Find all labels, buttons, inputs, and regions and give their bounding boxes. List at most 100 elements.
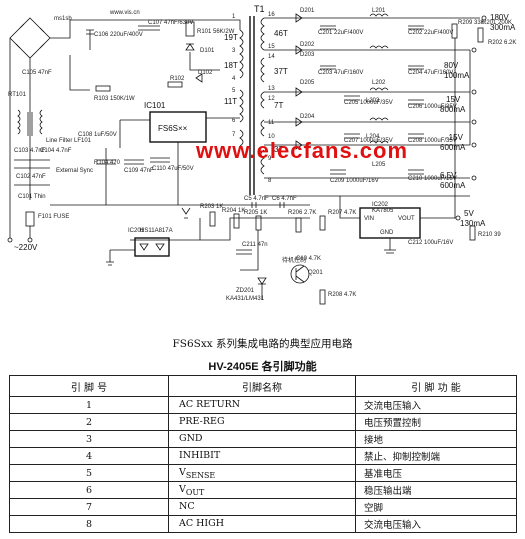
transformer-pins-left: 1 3 4 5 6 7 — [232, 14, 236, 138]
svg-text:18T: 18T — [224, 61, 238, 70]
pin-name: AC RETURN — [168, 396, 356, 414]
c6-label: C6 4.7nF — [272, 196, 297, 202]
svg-text:15V: 15V — [446, 95, 461, 104]
input-voltage-label: ~220V — [14, 243, 38, 252]
r104-label: R104 470 — [94, 160, 121, 166]
rt101-label: RT101 — [8, 92, 27, 98]
c101-label: C101 Thin — [18, 194, 46, 200]
c102-label: C102 47nF — [16, 174, 46, 180]
pin-name: AC HIGH — [168, 515, 356, 533]
table-row: 4 INHIBIT 禁止、抑制控制端 — [9, 447, 517, 465]
svg-text:1: 1 — [232, 14, 236, 20]
svg-text:C10 4.7K: C10 4.7K — [296, 256, 321, 262]
svg-text:3: 3 — [232, 48, 236, 54]
svg-text:10: 10 — [268, 134, 275, 140]
svg-text:600mA: 600mA — [440, 181, 466, 190]
svg-text:C208 1000uF/35V: C208 1000uF/35V — [408, 138, 457, 144]
d202-label: D202 — [300, 42, 315, 48]
r202-label: R202 6.2K — [488, 40, 516, 46]
svg-text:6: 6 — [232, 118, 236, 124]
c106-label: C106 220uF/400V — [94, 32, 143, 38]
pin-number: 1 — [9, 396, 169, 414]
table-row: 6 VOUT 稳压输出端 — [9, 481, 517, 499]
transformer-turns: 46T 37T 7T 3T 19T 18T 11T — [224, 29, 288, 154]
svg-text:R203 1K: R203 1K — [200, 204, 223, 210]
line-filter-label: Line Filter LF101 — [46, 138, 92, 144]
svg-text:11: 11 — [268, 120, 275, 126]
fuse-label: F101 FUSE — [38, 214, 69, 220]
ka431-label: KA431/LM431 — [226, 296, 265, 302]
table-row: 8 AC HIGH 交流电压输入 — [9, 515, 517, 533]
svg-text:13: 13 — [268, 86, 275, 92]
pin-name: INHIBIT — [168, 447, 356, 465]
pin-number: 6 — [9, 481, 169, 499]
secondary-capacitor-labels: C201 22uF/400V C202 22uF/400V C203 47uF/… — [318, 30, 457, 184]
svg-text:9: 9 — [268, 156, 272, 162]
pin-function: 交流电压输入 — [355, 396, 517, 414]
svg-text:12: 12 — [268, 96, 275, 102]
ic202-gnd-label: GND — [380, 230, 394, 236]
l202-label: L202 — [372, 80, 386, 86]
svg-text:R206 2.7K: R206 2.7K — [288, 210, 316, 216]
pin-function: 稳压输出端 — [355, 481, 517, 499]
svg-text:C209 1000uF/16V: C209 1000uF/16V — [330, 178, 379, 184]
svg-text:C211 47n: C211 47n — [242, 242, 268, 248]
r210-label: R210 39 — [478, 232, 501, 238]
svg-text:7T: 7T — [274, 101, 283, 110]
l204-label: L204 — [366, 134, 380, 140]
pin-function: 电压预置控制 — [355, 413, 517, 431]
c108-label: C108 1uF/50V — [78, 132, 117, 138]
c212-label: C212 100uF/16V — [408, 240, 453, 246]
pin-name: NC — [168, 498, 356, 516]
c103-label: C103 4.7nF — [14, 148, 46, 154]
r102-label: R102 — [170, 76, 185, 82]
top-url-text: www.vis.cn — [109, 10, 140, 16]
d205-label: D205 — [300, 80, 315, 86]
ic202-vin-label: VIN — [364, 216, 374, 222]
l203-label: L203 — [366, 98, 380, 104]
svg-text:R205 1K: R205 1K — [244, 210, 267, 216]
svg-text:C202 22uF/400V: C202 22uF/400V — [408, 30, 453, 36]
svg-text:11T: 11T — [224, 97, 237, 106]
table-row: 2 PRE-REG 电压预置控制 — [9, 413, 517, 431]
svg-text:C201 22uF/400V: C201 22uF/400V — [318, 30, 363, 36]
ground-symbol — [181, 207, 191, 219]
c104-label: C104 4.7nF — [40, 148, 72, 154]
svg-text:R207 4.7K: R207 4.7K — [328, 210, 356, 216]
svg-text:C203 47uF/160V: C203 47uF/160V — [318, 70, 363, 76]
pin-function: 禁止、抑制控制端 — [355, 447, 517, 465]
svg-text:80V: 80V — [444, 61, 459, 70]
feedback-resistor-labels: R203 1K R204 1K R205 1K R206 2.7K R207 4… — [200, 204, 356, 298]
svg-text:C204 47uF/160V: C204 47uF/160V — [408, 70, 453, 76]
table-row: 5 VSENSE 基准电压 — [9, 464, 517, 482]
pin-number: 8 — [9, 515, 169, 533]
svg-text:600mA: 600mA — [440, 143, 466, 152]
output-voltage-labels: 180V 300mA 80V 100mA 15V 800mA -15V 600m… — [440, 13, 516, 228]
schematic-diagram: www.vis.cn ms1sb Line Filter LF101 RT101… — [7, 4, 516, 305]
svg-text:7: 7 — [232, 132, 236, 138]
pin-name: VOUT — [168, 481, 356, 499]
r101-label: R101 56K/2W — [197, 29, 235, 35]
diagram-caption: FS6Sxx 系列集成电路的典型应用电路 — [172, 338, 353, 350]
pin-number: 2 — [9, 413, 169, 431]
svg-text:C207 1000uF/35V: C207 1000uF/35V — [344, 138, 393, 144]
ic101-label: IC101 — [144, 101, 166, 110]
svg-text:5: 5 — [232, 88, 236, 94]
header-pin-name: 引脚名称 — [168, 375, 356, 397]
c5-label: C5 4.7nF — [244, 196, 269, 202]
pin-function: 基准电压 — [355, 464, 517, 482]
svg-text:-15V: -15V — [446, 133, 464, 142]
svg-text:130mA: 130mA — [460, 219, 486, 228]
bridge-rectifier — [9, 17, 71, 60]
pin-function: 接地 — [355, 430, 517, 448]
zener-shunt — [257, 277, 267, 300]
svg-text:C206 1000uF/35V: C206 1000uF/35V — [408, 104, 457, 110]
transformer-label: T1 — [254, 4, 265, 14]
svg-text:C205 1000uF/35V: C205 1000uF/35V — [344, 100, 393, 106]
standby-label: 待机控制 — [282, 256, 306, 264]
r209-label: R209 33K — [458, 20, 485, 26]
svg-text:800mA: 800mA — [440, 105, 466, 114]
d201-label: D201 — [300, 8, 315, 14]
svg-text:R208 4.7K: R208 4.7K — [328, 292, 356, 298]
table-row: 1 AC RETURN 交流电压输入 — [9, 396, 517, 414]
